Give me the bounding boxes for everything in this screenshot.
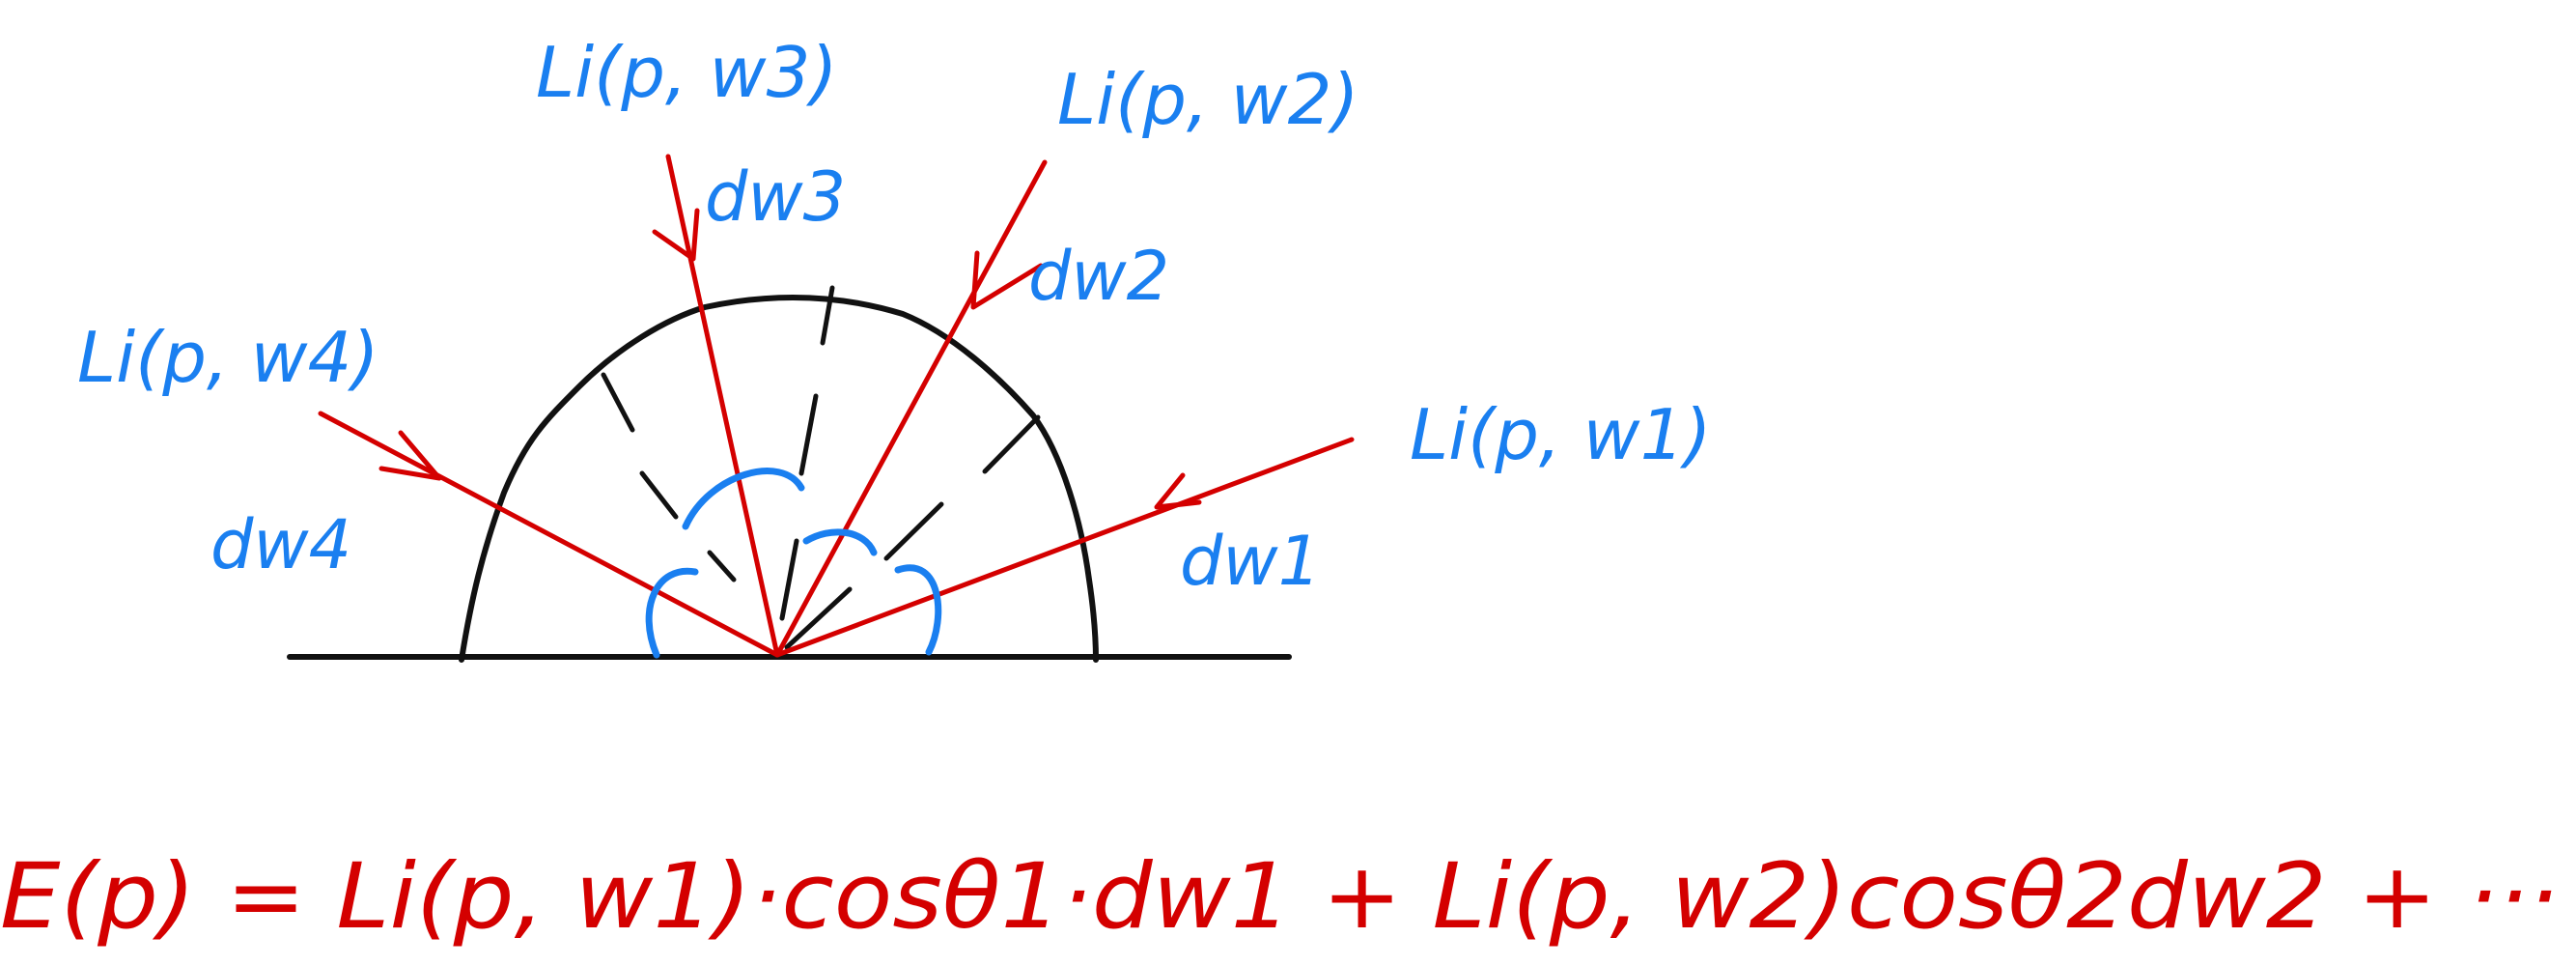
irradiance-equation: E(p) = Li(p, w1)·cosθ1·dw1 + Li(p, w2)co… [0,844,2559,950]
ray-w2-arrowhead [970,250,1044,310]
hemisphere-subdivisions [601,285,1041,650]
label-solid-angle-w1: dw1 [1180,522,1321,601]
hemisphere-outline [459,294,1099,663]
label-solid-angle-w2: dw2 [1028,237,1169,316]
label-solid-angle-w4: dw4 [210,505,351,584]
label-ray-w2: Li(p, w2) [1057,59,1358,140]
ray-w2 [774,159,1048,658]
incoming-rays [318,154,1355,658]
label-ray-w4: Li(p, w4) [77,317,378,398]
label-solid-angle-w3: dw3 [705,157,846,237]
theta-arc-w2 [802,528,878,556]
angle-arcs [645,468,942,659]
theta-arc-w3 [682,468,805,530]
ray-w3-arrowhead [652,208,700,262]
label-ray-w1: Li(p, w1) [1410,394,1711,475]
ray-w1 [774,437,1355,658]
theta-arc-w4 [645,567,699,659]
theta-arc-w1 [894,564,942,656]
label-ray-w3: Li(p, w3) [536,32,837,113]
ray-w4-arrowhead [378,430,442,481]
ray-w3 [665,154,780,658]
ray-w4 [318,411,780,658]
ray-w1-arrowhead [1154,472,1202,510]
